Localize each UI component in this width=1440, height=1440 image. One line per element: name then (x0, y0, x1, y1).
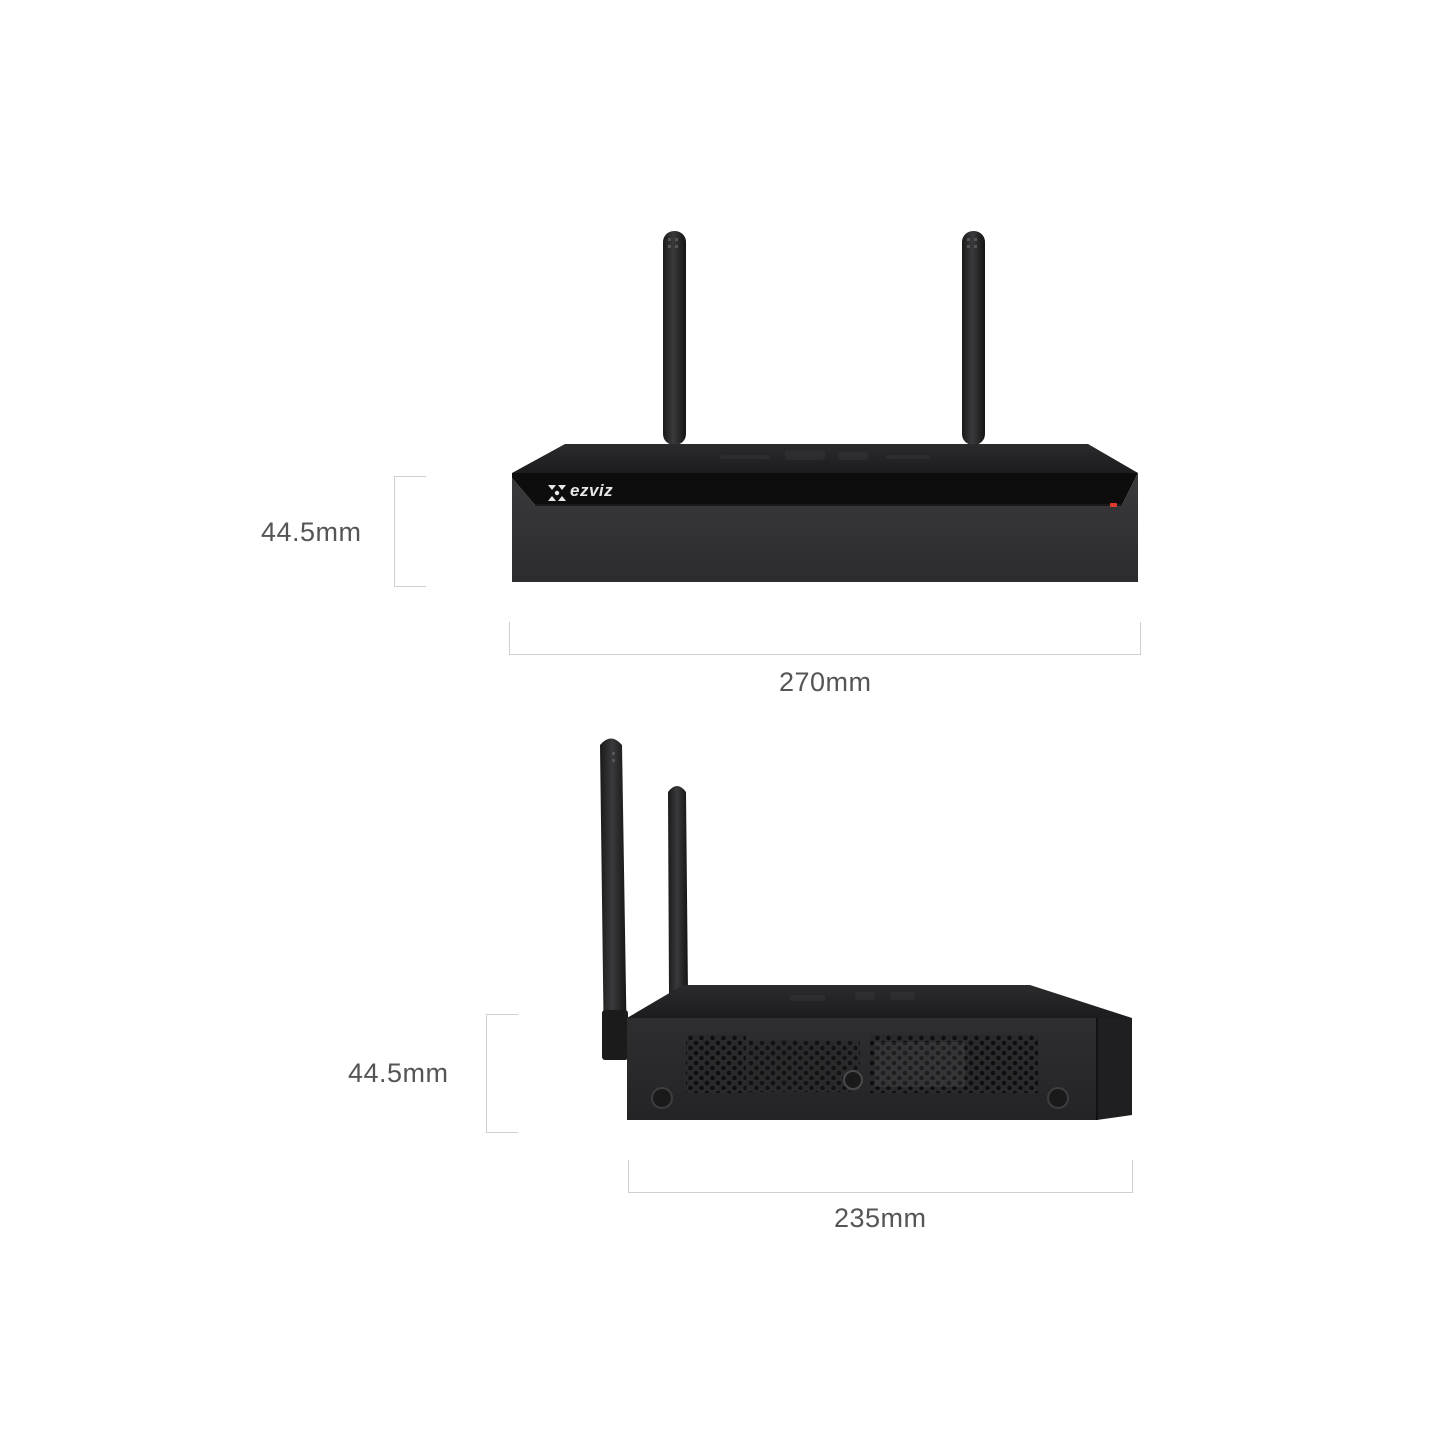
side-antenna-rear (668, 786, 692, 1004)
ezviz-logo-icon (548, 485, 566, 501)
front-band (512, 473, 1138, 505)
side-screw-center-icon (843, 1070, 863, 1090)
side-vent-right (870, 1035, 1038, 1093)
side-vent-left (686, 1035, 746, 1093)
side-antenna-front (600, 738, 628, 1060)
front-antenna-left (663, 231, 686, 445)
side-width-label: 235mm (834, 1203, 927, 1233)
front-width-bracket (509, 622, 1141, 655)
side-vent-mid (748, 1040, 860, 1092)
side-top-surface (627, 985, 1132, 1018)
side-height-label: 44.5mm (348, 1058, 449, 1088)
side-width-bracket (628, 1160, 1133, 1193)
side-screw-left-icon (651, 1087, 673, 1109)
front-lower-face (512, 473, 1138, 582)
top-emboss (720, 450, 930, 460)
side-screw-right-icon (1047, 1087, 1069, 1109)
front-top-surface (512, 444, 1138, 473)
brand-logo-text: ezviz (570, 481, 614, 500)
front-width-label: 270mm (779, 667, 872, 697)
side-front-edge (1097, 1018, 1132, 1120)
status-led (1110, 503, 1117, 507)
side-height-bracket (486, 1014, 518, 1133)
side-top-emboss (790, 992, 915, 1001)
front-height-label: 44.5mm (261, 517, 362, 547)
front-antenna-right (962, 231, 985, 445)
front-height-bracket (394, 476, 426, 587)
